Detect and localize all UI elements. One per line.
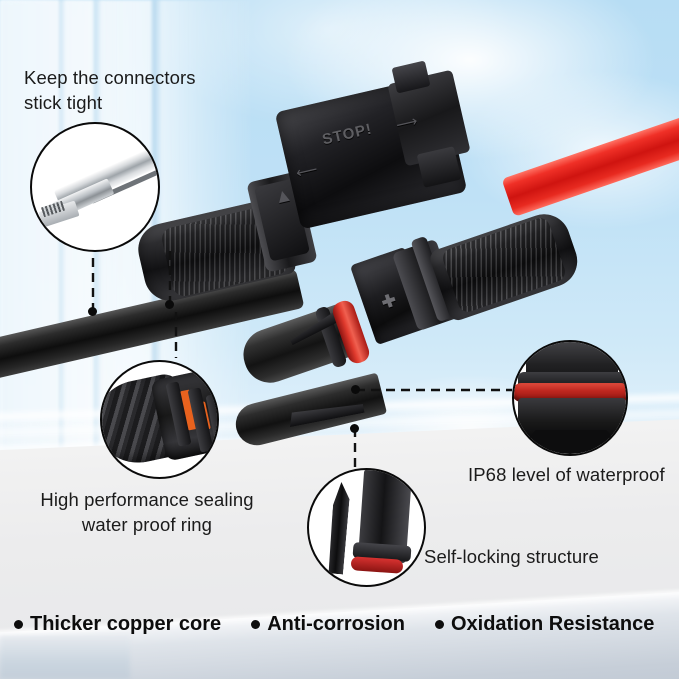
locking-o-ring: [350, 556, 404, 574]
bullet-icon: [434, 619, 444, 629]
leader-dot-self-locking: [350, 424, 359, 433]
callout-circle-sealing-ring: [100, 360, 219, 479]
feature-label: Thicker copper core: [30, 612, 222, 635]
leader-dot-keep-tight: [165, 300, 174, 309]
bullet-icon: [251, 619, 261, 629]
feature-label: Oxidation Resistance: [450, 612, 655, 635]
callout-circle-self-locking: [307, 468, 426, 587]
feature-item-thicker-copper-core: Thicker copper core: [14, 613, 221, 636]
locking-latch-blade: [327, 481, 351, 574]
ip68-o-ring: [514, 383, 626, 402]
callout-circle-ip68: [512, 340, 628, 456]
callout-label-ip68: IP68 level of waterproof: [468, 464, 665, 485]
leader-dot-ip68: [351, 385, 360, 394]
callout-circle-keep-tight: [30, 122, 160, 252]
leader-dot-cable: [88, 307, 97, 316]
callout-label-keep-tight: Keep the connectors stick tight: [24, 67, 196, 113]
feature-label: Anti-corrosion: [267, 612, 405, 635]
bullet-icon: [14, 619, 23, 629]
feature-item-anti-corrosion: Anti-corrosion: [251, 613, 405, 636]
callout-label-sealing-ring: High performance sealing water proof rin…: [40, 489, 254, 535]
feature-item-oxidation-resistance: Oxidation Resistance: [434, 612, 655, 636]
ip68-base: [514, 430, 626, 454]
feature-bar: Thicker copper core Anti-corrosion Oxida…: [0, 604, 679, 644]
bottom-left-blue-corner: [0, 636, 130, 679]
callout-label-self-locking: Self-locking structure: [424, 546, 599, 567]
